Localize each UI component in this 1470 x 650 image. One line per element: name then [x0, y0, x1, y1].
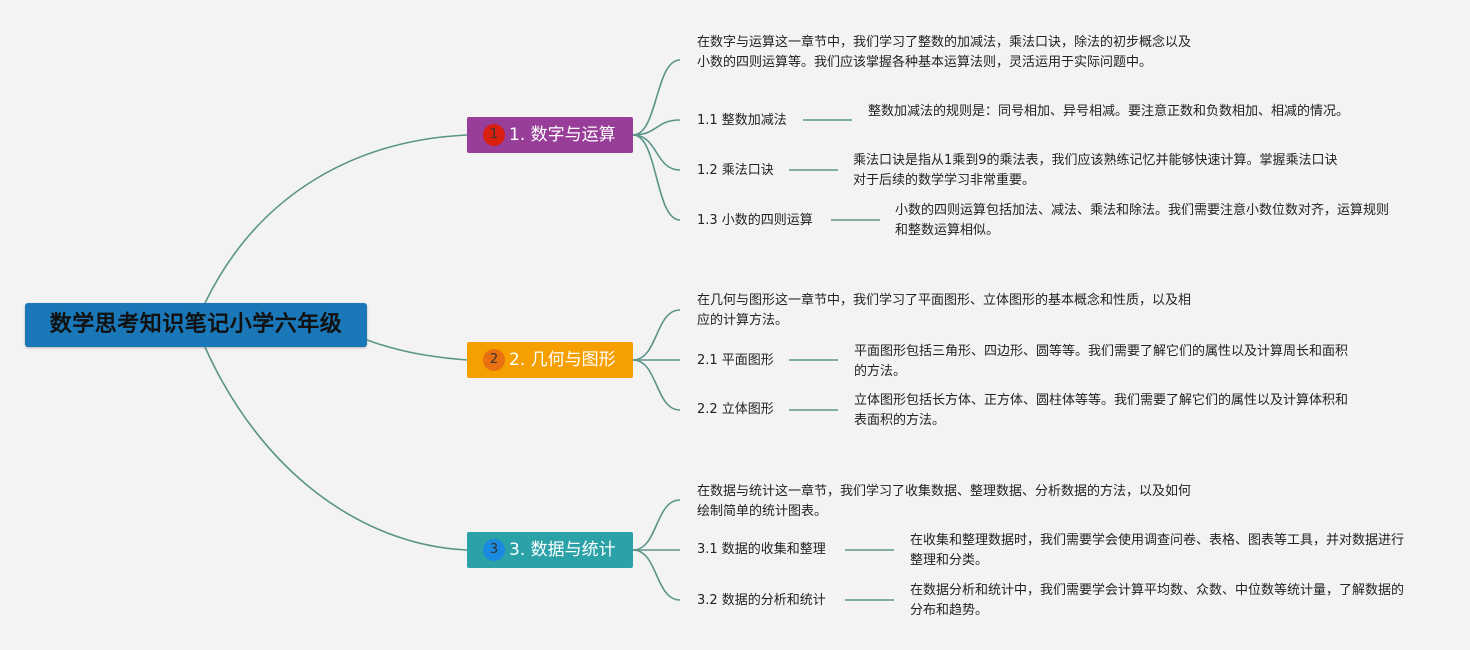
number-badge: 3 [483, 539, 505, 561]
detail-solid-figures: 立体图形包括长方体、正方体、圆柱体等等。我们需要了解它们的属性以及计算体积和表面… [854, 393, 1349, 428]
topic-label: 3. 数据与统计 [509, 540, 616, 560]
detail-multiplication-table: 乘法口诀是指从1乘到9的乘法表，我们应该熟练记忆并能够快速计算。掌握乘法口诀对于… [853, 153, 1338, 188]
number-badge: 1 [483, 124, 505, 146]
subtopic-solid-figures[interactable]: 2.2 立体图形 [697, 402, 774, 417]
detail-integer-add-subtract: 整数加减法的规则是：同号相加、异号相减。要注意正数和负数相加、相减的情况。 [868, 104, 1350, 119]
detail-data-analysis: 在数据分析和统计中，我们需要学会计算平均数、众数、中位数等统计量，了解数据的分布… [910, 583, 1405, 618]
topic-geometry-and-shapes[interactable]: 2 2. 几何与图形 [467, 342, 633, 378]
summary-geometry-and-shapes: 在几何与图形这一章节中，我们学习了平面图形、立体图形的基本概念和性质，以及相应的… [697, 293, 1192, 328]
detail-plane-figures: 平面图形包括三角形、四边形、圆等等。我们需要了解它们的属性以及计算周长和面积的方… [854, 344, 1349, 379]
subtopic-data-collection[interactable]: 3.1 数据的收集和整理 [697, 542, 826, 557]
subtopic-integer-add-subtract[interactable]: 1.1 整数加减法 [697, 113, 787, 128]
subtopic-data-analysis[interactable]: 3.2 数据的分析和统计 [697, 593, 826, 608]
subtopic-decimal-operations[interactable]: 1.3 小数的四则运算 [697, 213, 813, 228]
summary-number-and-operations: 在数字与运算这一章节中，我们学习了整数的加减法，乘法口诀，除法的初步概念以及小数… [697, 35, 1192, 70]
topic-label: 1. 数字与运算 [509, 125, 616, 145]
detail-data-collection: 在收集和整理数据时，我们需要学会使用调查问卷、表格、图表等工具，并对数据进行整理… [910, 533, 1405, 568]
subtopic-multiplication-table[interactable]: 1.2 乘法口诀 [697, 163, 774, 178]
topic-number-and-operations[interactable]: 1 1. 数字与运算 [467, 117, 633, 153]
topic-label: 2. 几何与图形 [509, 350, 616, 370]
topic-data-and-statistics[interactable]: 3 3. 数据与统计 [467, 532, 633, 568]
number-badge: 2 [483, 349, 505, 371]
summary-data-and-statistics: 在数据与统计这一章节，我们学习了收集数据、整理数据、分析数据的方法，以及如何绘制… [697, 484, 1192, 519]
root-topic[interactable]: 数学思考知识笔记小学六年级 [25, 303, 367, 347]
subtopic-plane-figures[interactable]: 2.1 平面图形 [697, 353, 774, 368]
detail-decimal-operations: 小数的四则运算包括加法、减法、乘法和除法。我们需要注意小数位数对齐，运算规则和整… [895, 203, 1390, 238]
